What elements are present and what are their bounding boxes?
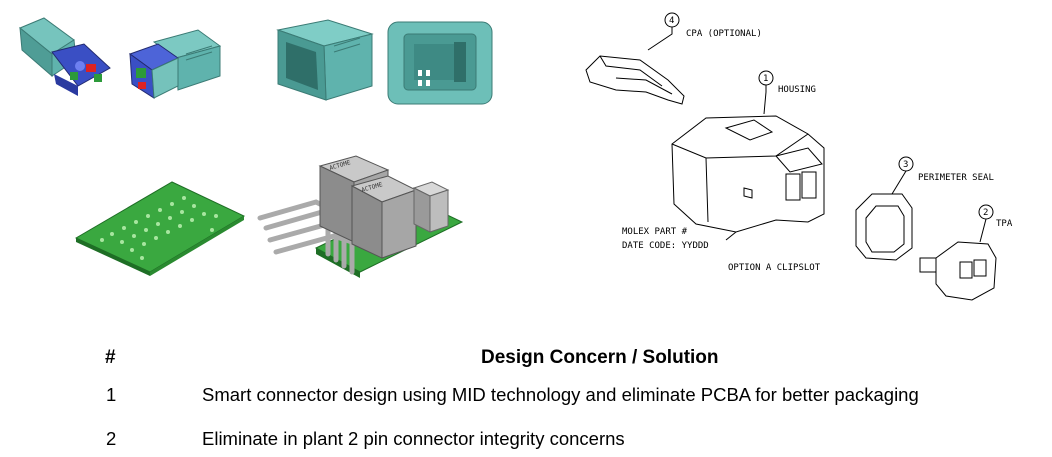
perimeter-seal-drawing — [855, 193, 913, 261]
table-row-1-text: Smart connector design using MID technol… — [202, 384, 919, 405]
part-note-line2: DATE CODE: YYDDD — [622, 241, 709, 251]
exploded-connector-diagram: 4 CPA (OPTIONAL) 1 HOUSING 3 PERIMETER S… — [585, 12, 1013, 301]
table-row-2-text: Eliminate in plant 2 pin connector integ… — [202, 428, 625, 449]
tpa-drawing — [935, 241, 997, 301]
option-label: OPTION A CLIPSLOT — [728, 263, 821, 273]
callout-num-4: 4 — [669, 16, 674, 26]
table-row-1-number: 1 — [106, 384, 117, 405]
pcba-components-render: ACTOME ACTOME — [257, 155, 464, 278]
connector-render-middle — [128, 29, 222, 99]
part-note-line1: MOLEX PART # — [622, 227, 688, 237]
callout-num-3: 3 — [903, 160, 908, 170]
callout-num-2: 2 — [983, 208, 988, 218]
housing-drawing — [671, 115, 825, 233]
table-header-concern: Design Concern / Solution — [481, 347, 719, 368]
housing-render-rear — [387, 21, 493, 105]
cpa-part-drawing — [585, 55, 685, 105]
callout-label-tpa: TPA — [996, 219, 1013, 229]
callout-label-housing: HOUSING — [778, 85, 816, 95]
table-header-number: # — [105, 347, 116, 368]
housing-render-front — [276, 19, 374, 101]
callout-num-1: 1 — [763, 74, 768, 84]
table-row-2-number: 2 — [106, 428, 117, 449]
callout-label-perimeter-seal: PERIMETER SEAL — [918, 173, 994, 183]
connector-render-left — [19, 17, 111, 96]
pcb-board-render — [74, 181, 246, 276]
callout-label-cpa: CPA (OPTIONAL) — [686, 29, 762, 39]
